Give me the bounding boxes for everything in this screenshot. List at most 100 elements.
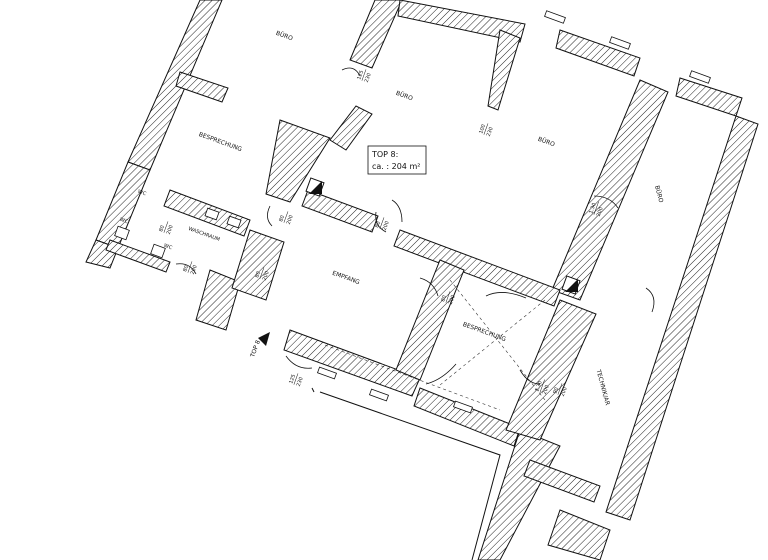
door-label: 1.30 200 [588, 201, 605, 217]
svg-text:230: 230 [486, 126, 495, 137]
wall-north-4 [675, 77, 743, 117]
svg-text:200: 200 [542, 384, 551, 395]
room-label-besprechung-2: BESPRECHUNG [462, 321, 508, 343]
door-label: 80 200 [374, 217, 391, 231]
svg-text:200: 200 [596, 206, 605, 217]
door-swing [425, 363, 457, 385]
dashed-lines [324, 279, 546, 411]
room-label-buero-1: BÜRO [275, 30, 294, 43]
dashed-line [449, 279, 546, 401]
wall-buero1-besprechung [175, 71, 229, 103]
door-swing [267, 205, 273, 227]
room-label-buero-4: BÜRO [653, 185, 664, 204]
svg-text:1.30: 1.30 [588, 202, 597, 215]
svg-text:80: 80 [254, 271, 262, 279]
svg-text:80: 80 [440, 295, 448, 303]
window [689, 70, 711, 84]
entrance-label: TOP 8 [249, 339, 262, 359]
windows [317, 10, 711, 414]
door-label: 125 230 [288, 373, 305, 387]
svg-text:200: 200 [166, 224, 175, 235]
wall-north-3 [555, 29, 641, 77]
wall-wc [105, 239, 171, 273]
room-label-empfang: EMPFANG [331, 270, 361, 287]
svg-text:230: 230 [296, 376, 305, 387]
svg-text:80: 80 [374, 221, 382, 229]
door-label: 1.30 200 [534, 379, 551, 395]
svg-text:80: 80 [278, 215, 286, 223]
svg-text:200: 200 [382, 220, 391, 231]
svg-text:1.30: 1.30 [534, 380, 543, 393]
room-label-wc-1: WC [137, 189, 147, 198]
outer-walls [85, 0, 759, 560]
door-swing [175, 263, 197, 275]
door-label: 80 200 [158, 221, 175, 235]
door-swing [375, 211, 387, 233]
window [369, 388, 389, 402]
door-swing [419, 277, 439, 297]
wall-empfang-besprechung2 [395, 259, 465, 381]
unit-box-area: ca. : 204 m² [372, 162, 420, 171]
door-label: 125 230 [356, 69, 373, 83]
room-label-wc-3: WC [163, 243, 173, 252]
svg-text:200: 200 [190, 264, 199, 275]
svg-text:80: 80 [158, 225, 166, 233]
window [609, 36, 631, 50]
svg-text:200: 200 [448, 294, 457, 305]
door-swing [391, 199, 403, 223]
window [317, 366, 337, 380]
dashed-line [324, 344, 501, 411]
wall-besprechung2-technik [505, 299, 597, 441]
svg-text:90: 90 [552, 387, 560, 395]
wall-north-1 [349, 0, 403, 69]
wall-center [329, 105, 373, 151]
svg-text:200: 200 [286, 214, 295, 225]
shaft-icon [561, 275, 581, 295]
svg-text:80: 80 [182, 265, 190, 273]
courtyard-edge [319, 391, 501, 560]
door-swing [519, 369, 541, 385]
wall-technik-south [523, 459, 601, 503]
room-label-buero-3: BÜRO [537, 136, 556, 149]
entrance-arrow-icon [258, 332, 270, 346]
room-label-besprechung-1: BESPRECHUNG [198, 131, 244, 153]
shaft-markers [258, 177, 581, 346]
wall-buero2-empfang [301, 189, 379, 233]
door-swing [285, 355, 313, 369]
svg-text:125: 125 [288, 374, 297, 385]
wall-south-1 [283, 329, 421, 397]
wall-south-3 [477, 429, 561, 560]
wall-east [605, 115, 759, 521]
room-label-wc-2: WC [119, 217, 129, 226]
door-label: 100 230 [478, 123, 495, 137]
door-swing [485, 292, 527, 299]
door-swing [593, 195, 619, 209]
svg-text:200: 200 [262, 270, 271, 281]
shaft-icon [305, 177, 325, 197]
svg-text:125: 125 [356, 70, 365, 81]
room-label-waschraum: WASCHRAUM [187, 226, 220, 243]
unit-box-title: TOP 8: [371, 150, 398, 159]
svg-text:200: 200 [560, 386, 569, 397]
fixtures [114, 207, 242, 259]
wall-buero3-buero4 [551, 79, 669, 301]
door-label: 80 200 [278, 211, 295, 225]
door-swing [341, 67, 361, 77]
door-swing [645, 287, 655, 313]
wall-north-2 [397, 0, 526, 43]
svg-text:100: 100 [478, 124, 487, 135]
dashed-line [439, 299, 546, 386]
wall-south-east [547, 509, 611, 560]
wall-south-entry [195, 269, 241, 331]
door-label: 80 200 [182, 261, 199, 275]
toilet [150, 243, 166, 259]
sink [204, 207, 220, 221]
wall-south-2 [413, 387, 521, 447]
svg-text:230: 230 [364, 72, 373, 83]
wall-buero3-besprechung2 [393, 229, 561, 307]
door-labels: 125 230 100 230 80 200 80 200 80 200 80 … [158, 69, 605, 397]
window [453, 400, 473, 414]
door-label: 80 200 [254, 267, 271, 281]
